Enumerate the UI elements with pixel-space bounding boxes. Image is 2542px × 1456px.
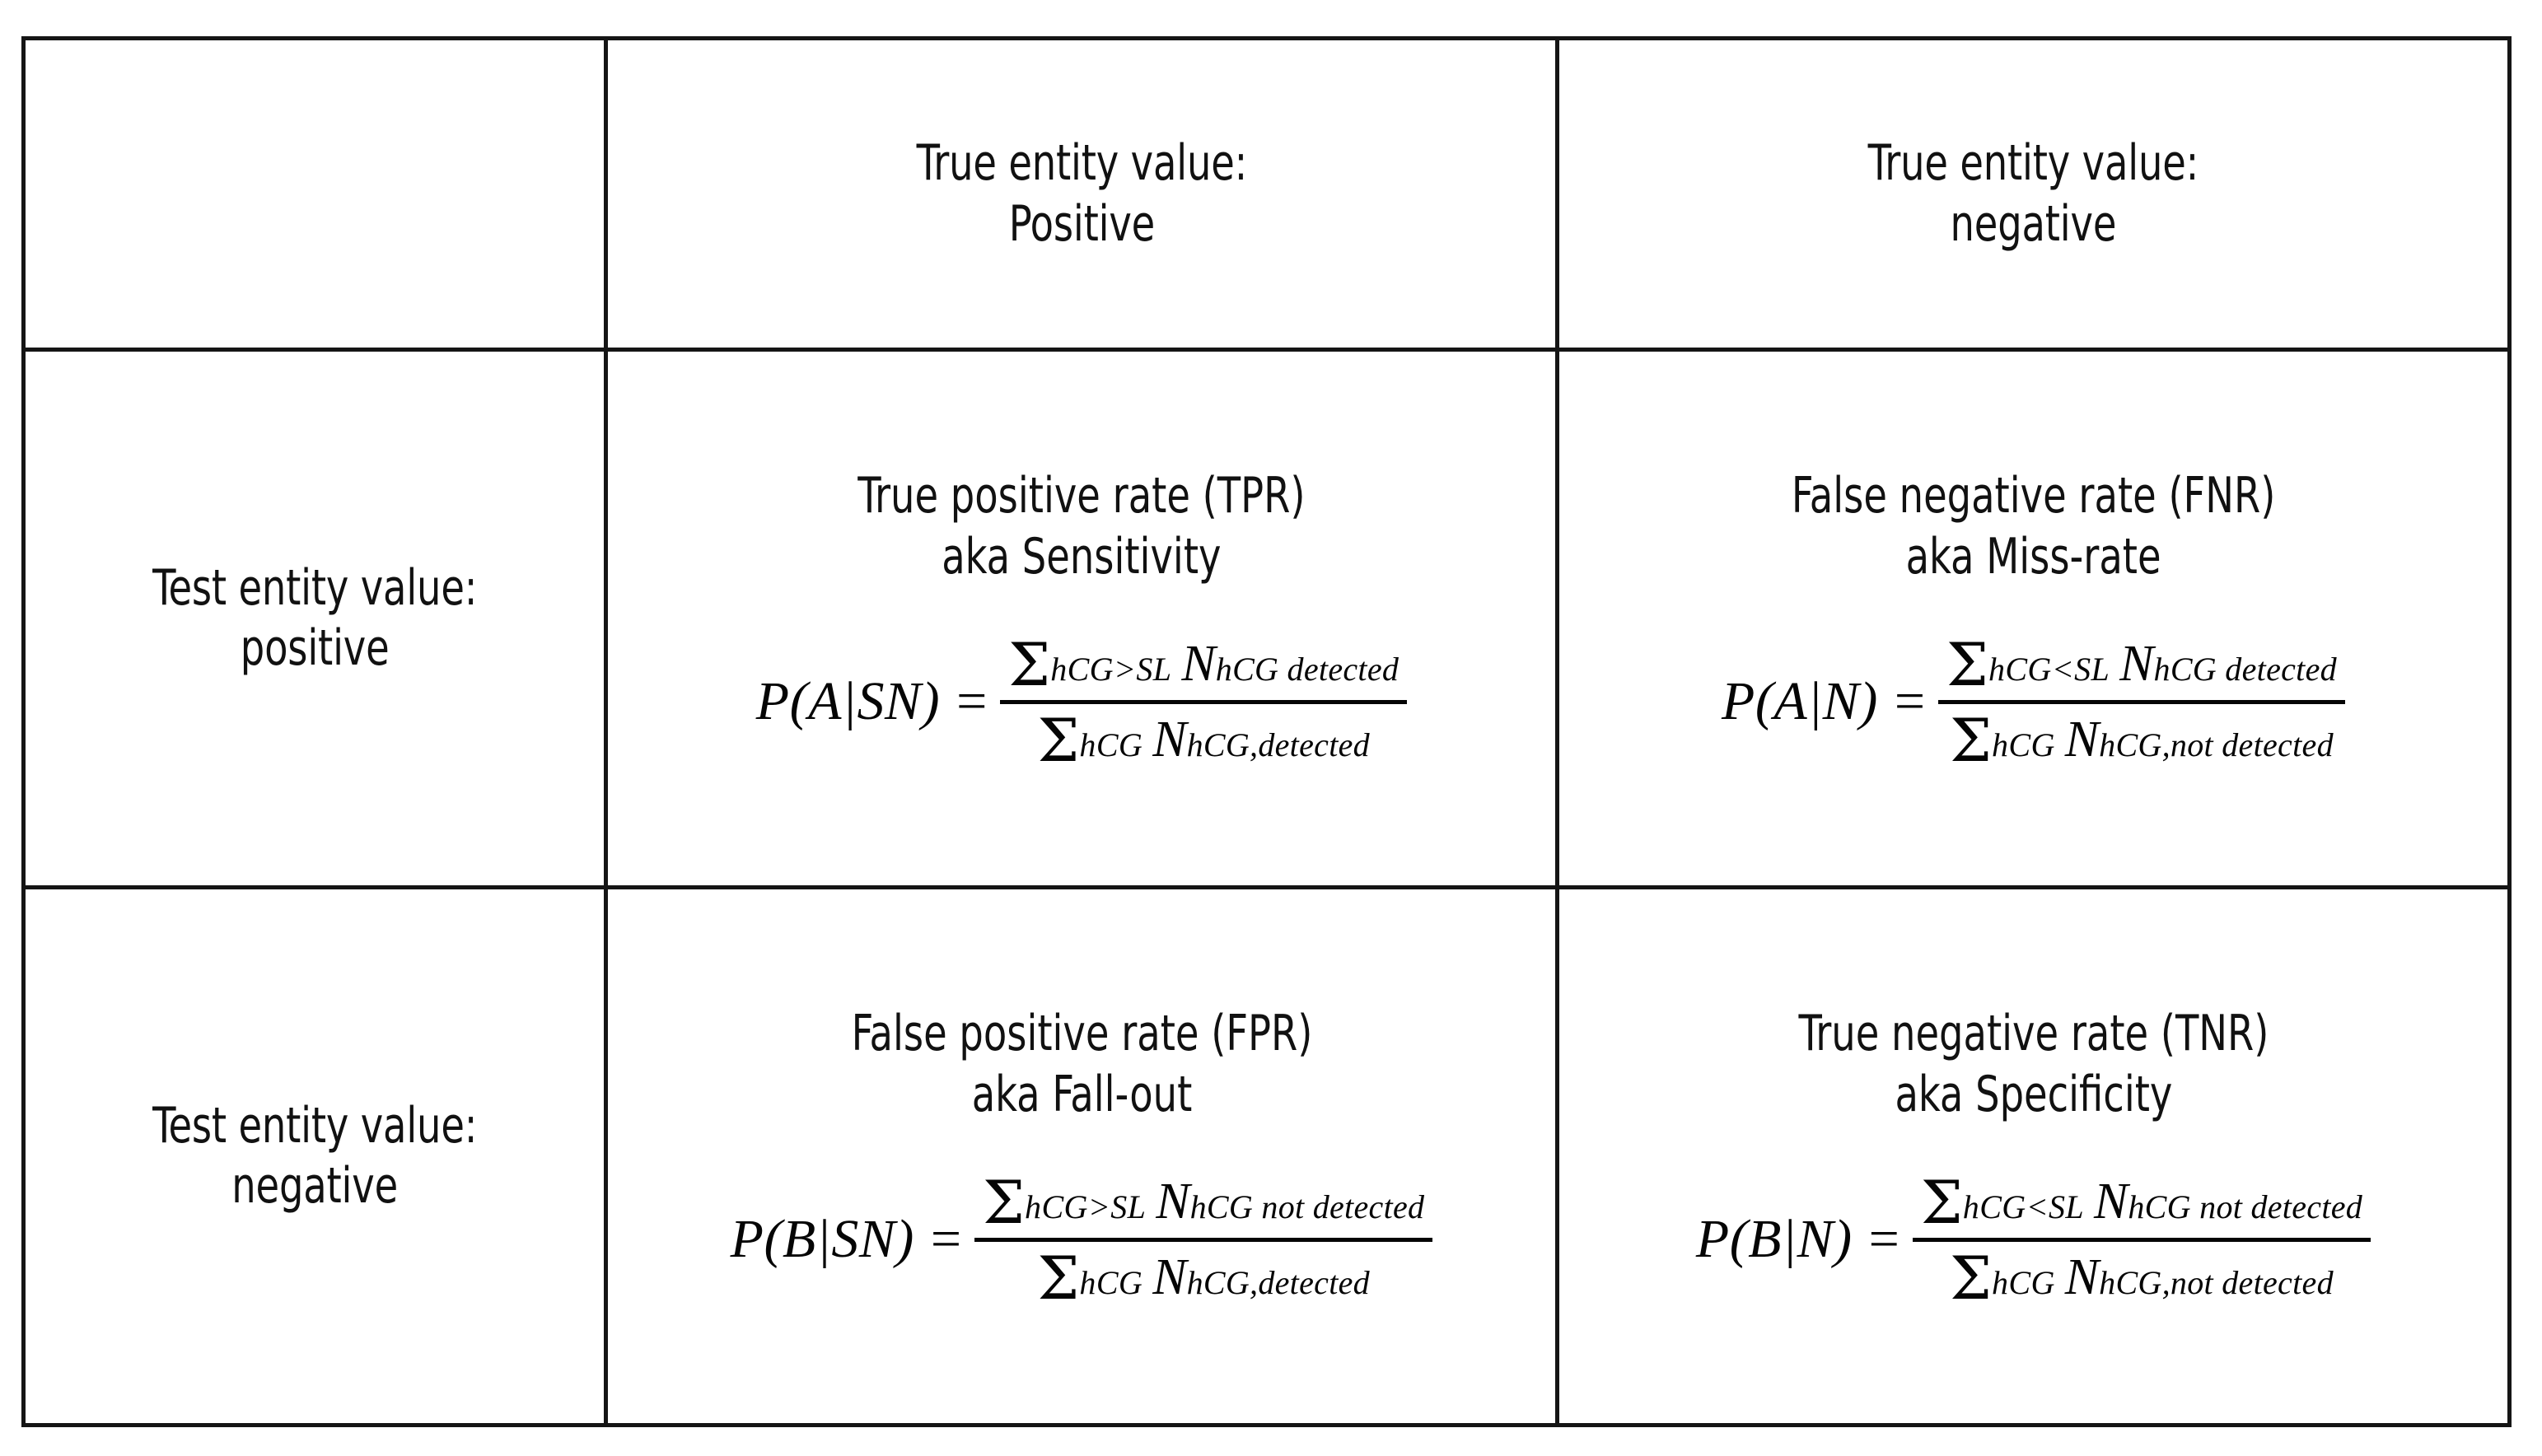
- formula-fnr-num-variable-sub: hCG detected: [2153, 650, 2337, 688]
- formula-fpr-num-variable: N: [1156, 1173, 1190, 1230]
- sigma-icon: Σ: [1037, 705, 1080, 775]
- table-header-row: True entity value: Positive True entity …: [21, 36, 2512, 352]
- formula-fnr-den-variable: N: [2064, 711, 2100, 768]
- formula-fnr-lhs: P(A|N): [1722, 671, 1878, 732]
- formula-tnr-lhs: P(B|N): [1695, 1209, 1853, 1270]
- formula-tpr-den-sigma-sub: hCG: [1079, 726, 1143, 763]
- formula-tpr-num-variable: N: [1181, 635, 1216, 692]
- sigma-icon: Σ: [1950, 705, 1993, 775]
- header-true-positive-line2: Positive: [1008, 194, 1155, 253]
- sigma-icon: Σ: [1008, 629, 1051, 699]
- formula-tpr-den-variable: N: [1152, 711, 1187, 768]
- metric-title-fpr-line1: False positive rate (FPR): [851, 1005, 1312, 1063]
- formula-fnr-num-sigma-sub: hCG<SL: [1988, 650, 2110, 688]
- formula-fpr-lhs: P(B|SN): [730, 1209, 914, 1270]
- corner-cell: [21, 36, 608, 352]
- metric-title-tpr-line1: True positive rate (TPR): [857, 467, 1306, 525]
- table-row: Test entity value: positive True positiv…: [21, 348, 2512, 889]
- table-row: Test entity value: negative False positi…: [21, 885, 2512, 1427]
- row-label-test-negative-text: Test entity value: negative: [152, 1096, 477, 1216]
- row-label-test-positive-line1: Test entity value:: [152, 558, 478, 617]
- formula-tpr-den-variable-sub: hCG,detected: [1186, 726, 1370, 763]
- header-cell-true-negative: True entity value: negative: [1555, 36, 2512, 352]
- formula-fpr-den-variable: N: [1152, 1248, 1187, 1305]
- metric-title-tnr: True negative rate (TNR) aka Specificity: [1798, 1004, 2269, 1124]
- metric-title-fpr-line2: aka Fall-out: [971, 1065, 1192, 1123]
- row-label-test-positive: Test entity value: positive: [21, 348, 608, 889]
- formula-fpr-num-variable-sub: hCG not detected: [1189, 1188, 1425, 1225]
- row-label-test-positive-line2: positive: [240, 619, 390, 677]
- header-true-negative-label: True entity value: negative: [1868, 133, 2199, 254]
- formula-fnr-den-sigma-sub: hCG: [1992, 726, 2055, 763]
- metric-title-fnr: False negative rate (FNR) aka Miss-rate: [1792, 466, 2276, 586]
- sigma-icon: Σ: [1037, 1243, 1080, 1313]
- header-true-positive-label: True entity value: Positive: [916, 133, 1247, 254]
- formula-fnr-equals: =: [1894, 671, 1926, 732]
- cell-false-positive-rate: False positive rate (FPR) aka Fall-out P…: [604, 885, 1559, 1427]
- formula-tnr-den-variable-sub: hCG,not detected: [2099, 1263, 2334, 1301]
- row-label-test-negative-line1: Test entity value:: [152, 1096, 478, 1155]
- metric-title-fpr: False positive rate (FPR) aka Fall-out: [851, 1004, 1312, 1124]
- metric-title-tnr-line1: True negative rate (TNR): [1798, 1005, 2269, 1063]
- confusion-matrix-table: True entity value: Positive True entity …: [21, 36, 2512, 1427]
- cell-true-negative-rate: True negative rate (TNR) aka Specificity…: [1555, 885, 2512, 1427]
- header-true-positive-line1: True entity value:: [916, 134, 1247, 193]
- sigma-icon: Σ: [983, 1167, 1026, 1237]
- formula-tpr-equals: =: [956, 671, 988, 732]
- header-true-negative-line1: True entity value:: [1867, 134, 2199, 193]
- formula-tnr-num-variable-sub: hCG not detected: [2128, 1188, 2363, 1225]
- header-cell-true-positive: True entity value: Positive: [604, 36, 1559, 352]
- metric-title-tpr-line2: aka Sensitivity: [942, 527, 1222, 586]
- formula-tpr-num-variable-sub: hCG detected: [1215, 650, 1400, 688]
- cell-false-negative-rate: False negative rate (FNR) aka Miss-rate …: [1555, 348, 2512, 889]
- formula-fpr-den-sigma-sub: hCG: [1079, 1263, 1143, 1301]
- metric-title-tpr: True positive rate (TPR) aka Sensitivity: [857, 466, 1305, 586]
- metric-title-fnr-line1: False negative rate (FNR): [1791, 467, 2276, 525]
- row-label-test-negative: Test entity value: negative: [21, 885, 608, 1427]
- header-true-negative-line2: negative: [1950, 194, 2117, 253]
- formula-tnr-num-variable: N: [2094, 1173, 2128, 1230]
- sigma-icon: Σ: [1946, 629, 1988, 699]
- metric-title-tnr-line2: aka Specificity: [1895, 1065, 2172, 1123]
- sigma-icon: Σ: [1950, 1243, 1993, 1313]
- formula-tnr-den-sigma-sub: hCG: [1992, 1263, 2055, 1301]
- formula-tpr-num-sigma-sub: hCG>SL: [1050, 650, 1172, 688]
- formula-fpr-den-variable-sub: hCG,detected: [1186, 1263, 1370, 1301]
- formula-tnr-den-variable: N: [2064, 1248, 2100, 1305]
- formula-fnr-num-variable: N: [2119, 635, 2154, 692]
- formula-fpr-equals: =: [930, 1209, 962, 1270]
- formula-tnr-num-sigma-sub: hCG<SL: [1962, 1188, 2085, 1225]
- metric-title-fnr-line2: aka Miss-rate: [1905, 527, 2161, 586]
- row-label-test-negative-line2: negative: [231, 1157, 398, 1215]
- cell-true-positive-rate: True positive rate (TPR) aka Sensitivity…: [604, 348, 1559, 889]
- formula-fnr-den-variable-sub: hCG,not detected: [2099, 726, 2334, 763]
- formula-tpr-lhs: P(A|SN): [755, 671, 941, 732]
- sigma-icon: Σ: [1920, 1167, 1963, 1237]
- row-label-test-positive-text: Test entity value: positive: [152, 558, 477, 679]
- formula-tnr-equals: =: [1868, 1209, 1899, 1270]
- formula-fpr-num-sigma-sub: hCG>SL: [1025, 1188, 1147, 1225]
